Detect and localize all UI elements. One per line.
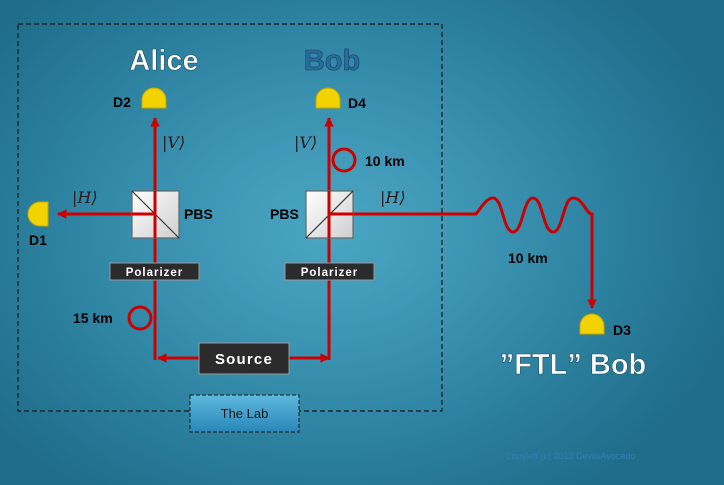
state-h-left: |H⟩ xyxy=(72,188,98,207)
detector-d4-label: D4 xyxy=(348,95,366,111)
fiber-ftl-label: 10 km xyxy=(508,250,548,266)
detector-d3-icon xyxy=(579,313,605,335)
polarizer-right xyxy=(284,262,375,281)
title-bob: Bob xyxy=(304,45,360,77)
fiber-alice-label: 15 km xyxy=(73,310,113,326)
polarizer-left xyxy=(109,262,200,281)
detector-d4-icon xyxy=(315,87,341,109)
polarizer-right-label: Polarizer xyxy=(301,267,359,279)
lab-tag xyxy=(189,394,300,433)
state-v-right: |V⟩ xyxy=(294,133,317,152)
copyright-text: Copyleft (c) 2013 DevilsAvocado xyxy=(505,451,635,461)
polarizer-left-label: Polarizer xyxy=(126,267,184,279)
fiber-bob-label: 10 km xyxy=(365,153,405,169)
state-h-right: |H⟩ xyxy=(380,188,406,207)
detector-d1-label: D1 xyxy=(29,232,47,248)
fiber-loop-bob xyxy=(331,147,357,173)
lab-boundary xyxy=(17,23,443,412)
beam-ftl-line xyxy=(329,196,597,309)
detector-d2-label: D2 xyxy=(113,94,131,110)
source-box xyxy=(198,342,290,375)
pbs-right-label: PBS xyxy=(270,206,299,222)
pbs-left-label: PBS xyxy=(184,206,213,222)
detector-d2-icon xyxy=(141,87,167,109)
detector-d3-label: D3 xyxy=(613,322,631,338)
title-alice: Alice xyxy=(129,45,198,77)
title-ftl-bob: ”FTL” Bob xyxy=(500,349,647,381)
source-label: Source xyxy=(215,351,273,368)
detector-d1-icon xyxy=(27,201,49,227)
lab-tag-label: The Lab xyxy=(221,406,269,421)
fiber-loop-alice xyxy=(127,305,153,331)
state-v-left: |V⟩ xyxy=(162,133,185,152)
